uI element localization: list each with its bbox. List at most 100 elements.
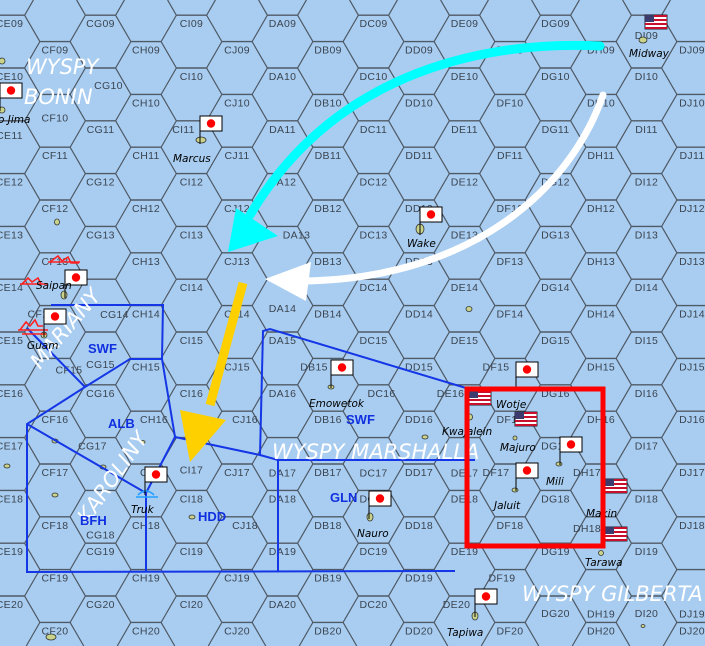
hex-label: DF18 [497,520,524,532]
island [555,461,563,467]
hex-label: DJ12 [679,203,705,215]
hex-label: DC10 [359,71,387,83]
hex-label: DA16 [269,388,296,400]
hex-label: DD20 [405,625,433,637]
hex-cell[interactable] [662,622,705,646]
hex-label: CI20 [180,599,203,611]
island [60,290,68,300]
island [465,306,473,312]
hex-label: CG15 [86,359,115,371]
hex-label: DG19 [541,546,570,558]
hex-label: DH11 [587,150,614,162]
hex-label: DD11 [405,150,432,162]
hex-label: CI18 [180,493,203,505]
us-flag-icon [514,411,538,427]
zone-border [26,327,86,388]
zone-border [26,304,456,574]
hex-label: CJ17 [224,467,250,479]
island [598,550,604,556]
place-labels: o Jima Marcus Wake Midway Saipan Guam Tr… [0,48,670,639]
place-jaluit: Jaluit [492,500,521,512]
hex-label: DF14 [497,309,524,321]
hex-label: CI09 [180,18,203,30]
hex-label: DE17 [451,468,478,480]
region-label-bonin: BONIN [24,85,93,109]
hex-label: DH15 [587,361,615,373]
place-guam: Guam [27,340,58,352]
island [0,106,6,114]
target-area-box[interactable] [464,386,606,549]
place-majuro: Majuro [500,442,536,454]
zone-label-swf: SWF [346,412,375,427]
hex-label: DG13 [541,229,570,241]
hex-label: CE15 [0,335,23,347]
islands [0,36,648,641]
hex-label: CI19 [180,546,203,558]
hex-label: DE09 [451,18,478,30]
island [188,514,196,520]
hex-label: CG11 [87,124,115,136]
hex-label: DD17 [405,467,433,479]
hex-label: DE18 [451,493,478,505]
hex-label: CE11 [0,130,23,142]
ship-unit-icon [18,318,48,335]
hex-label: CJ10 [224,97,250,109]
hex-label: CG09 [86,18,115,30]
hex-label: DC14 [359,282,387,294]
hex-label: DJ10 [679,97,705,109]
hex-label: CH15 [132,361,160,373]
hex-label: DI12 [635,177,658,189]
hex-label: DA19 [269,546,296,558]
hex-label: DC12 [359,177,387,189]
hex-label: CF12 [42,203,69,215]
hex-label: DG20 [541,608,570,620]
hex-label: DE19 [451,546,478,558]
hex-label: DE11 [451,124,478,136]
hex-label: DF11 [497,150,523,162]
hex-label: DG14 [541,282,570,294]
hex-label: CH11 [132,150,159,162]
hex-label: DA20 [269,599,296,611]
hex-label: CH16 [140,414,168,426]
white-arrowhead-icon [265,262,311,301]
hex-labels: CE09CE10CE11CE12CE13CE14CE15CE16CE17CE18… [0,18,705,637]
hex-label: DJ18 [679,520,705,532]
hex-label: DI17 [635,441,658,453]
zone-label-bfh: BFH [80,513,107,528]
white-arrow[interactable] [296,91,607,285]
japanese-units [18,254,158,498]
cyan-arrow[interactable] [245,40,605,220]
region-label-bonin: WYSPY [26,55,101,79]
hex-label: CE19 [0,546,23,558]
hex-label: DI19 [635,546,658,558]
hex-label: DE12 [451,177,478,189]
hex-label: DB18 [314,520,341,532]
hex-label: CG12 [86,177,115,189]
hex-label: DH18 [573,523,601,535]
island [54,218,60,226]
hex-label: DC19 [359,546,387,558]
zone-borders [26,304,475,574]
place-emowetok: Emowetok [309,398,365,410]
us-flag-icon [604,526,628,542]
hex-label: DE14 [451,282,478,294]
naval-base-icon [136,490,158,498]
ship-unit-icon [20,276,48,285]
hex-label: CE17 [0,441,23,453]
hex-label: CE09 [0,18,23,30]
hex-label: CI16 [180,388,203,400]
place-wake: Wake [407,238,436,250]
hex-label: DH12 [587,203,615,215]
hex-label: CE20 [0,599,23,611]
hex-label: DI10 [635,71,658,83]
hex-label: DI16 [635,388,658,400]
hex-label: CJ16 [232,414,258,426]
hex-label: CJ13 [224,256,250,268]
yellow-arrow[interactable] [205,281,248,407]
us-flag-icon [604,478,628,494]
place-tarawa: Tarawa [585,557,623,569]
us-flag-icon [468,390,492,406]
hex-label: DC20 [359,599,387,611]
hex-label: CJ18 [232,520,258,532]
